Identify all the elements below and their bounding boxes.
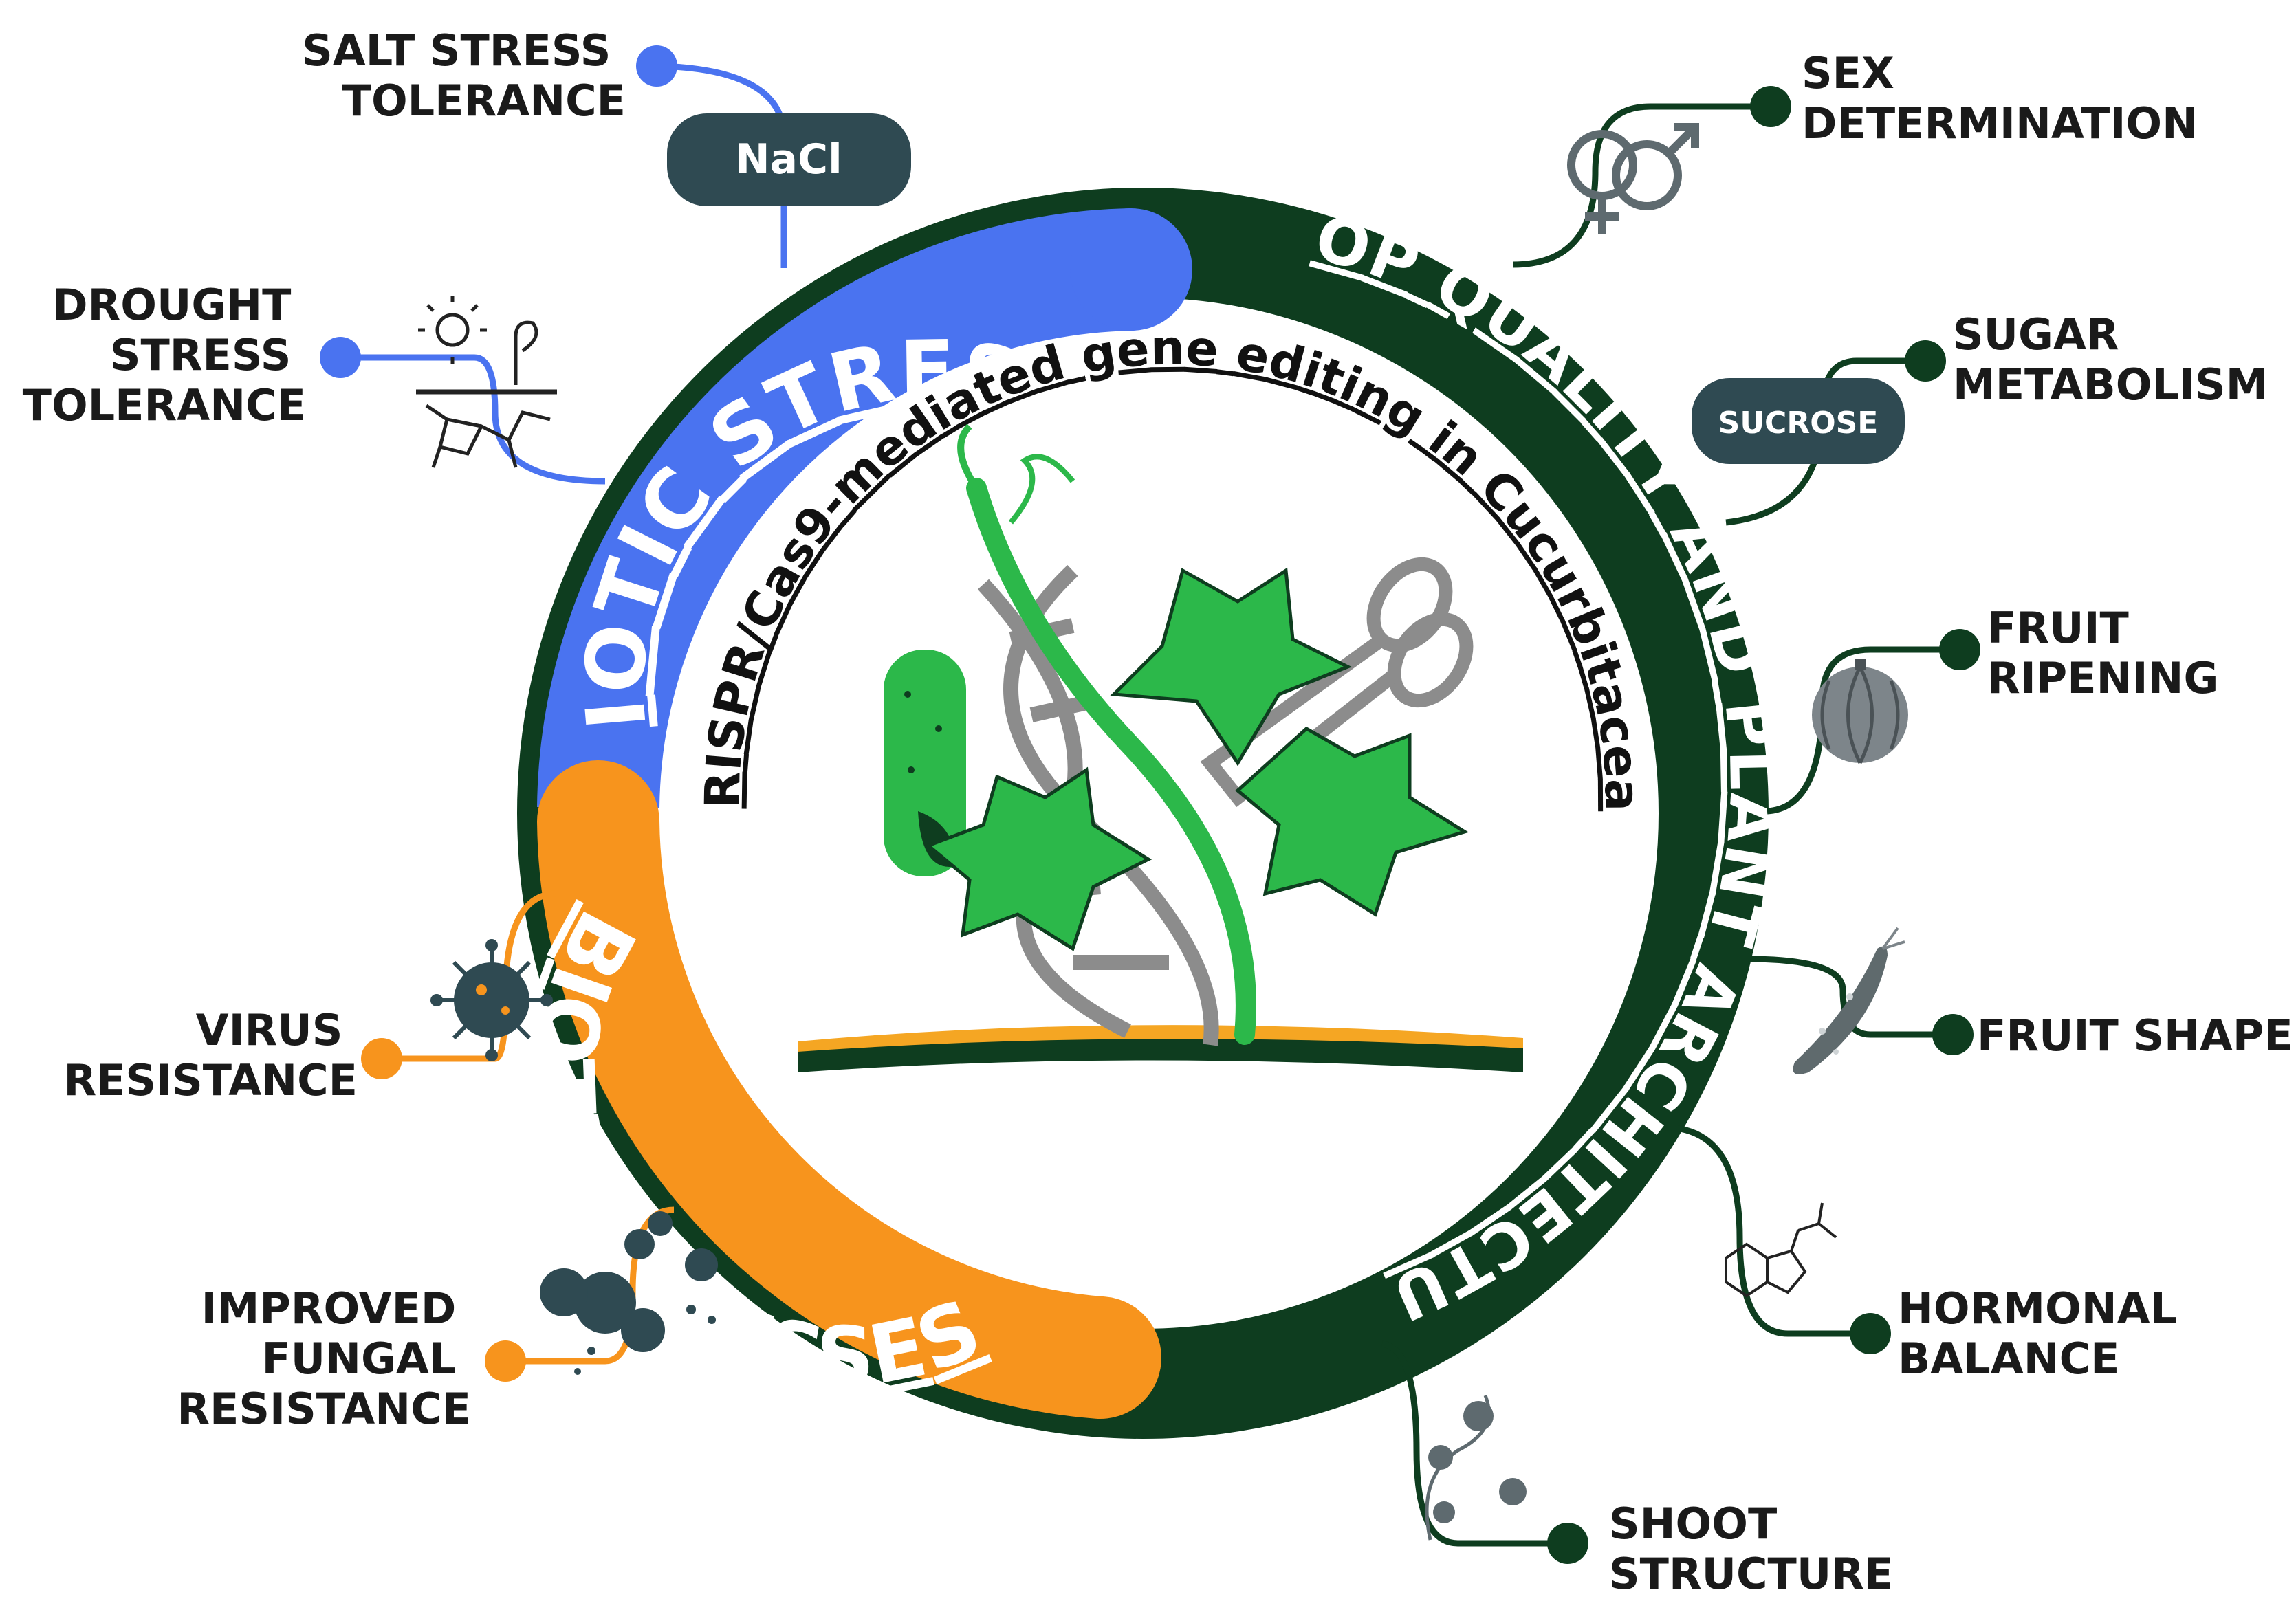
- sex-endpoint-dot: [1750, 86, 1791, 127]
- virus-endpoint-dot: [361, 1038, 402, 1079]
- nacl-pill-icon: NaCl: [667, 113, 911, 206]
- sugar-endpoint-dot: [1905, 340, 1946, 382]
- abiotic-stresses-arc: [537, 208, 1133, 809]
- fungal-resistance-label: IMPROVED FUNGAL RESISTANCE: [177, 1283, 471, 1434]
- fungal-endpoint-dot: [485, 1340, 526, 1382]
- hormonal-balance-label: HORMONAL BALANCE: [1898, 1283, 2192, 1384]
- fungal-spores-icon: [540, 1211, 718, 1375]
- ripening-endpoint-dot: [1939, 629, 1980, 670]
- auxin-molecule-icon: [1725, 1202, 1837, 1298]
- sucrose-pill-text: SUCROSE: [1718, 406, 1879, 441]
- salt-stress-label: SALT STRESS TOLERANCE: [302, 25, 626, 126]
- virus-resistance-label: VIRUS RESISTANCE: [63, 1005, 358, 1105]
- vine-icon: [1425, 1395, 1527, 1541]
- drought-endpoint-dot: [320, 337, 361, 378]
- abiotic-arc-cap: [1070, 208, 1192, 331]
- virus-icon: [430, 939, 553, 1061]
- fruit-shape-label: FRUIT SHAPE: [1977, 1011, 2293, 1061]
- biotic-stresses-arc: [537, 760, 1161, 1419]
- cucumber-icon: [1793, 927, 1905, 1074]
- shoot-structure-label: SHOOT STRUCTURE: [1609, 1499, 1893, 1599]
- sex-determination-label: SEX DETERMINATION: [1802, 48, 2198, 148]
- hormonal-endpoint-dot: [1850, 1313, 1891, 1354]
- shoot-endpoint-dot: [1547, 1523, 1588, 1564]
- main-ring: [517, 188, 1769, 1439]
- cucumber-plant-dna-scissors-icon: [798, 423, 1523, 1072]
- shape-endpoint-dot: [1932, 1014, 1974, 1055]
- gender-symbols-icon: [1567, 123, 1699, 234]
- sucrose-pill-icon: SUCROSE: [1692, 378, 1905, 464]
- salt-endpoint-dot: [636, 45, 677, 87]
- nacl-pill-text: NaCl: [735, 135, 842, 184]
- melon-icon: [1812, 659, 1908, 764]
- fruit-ripening-label: FRUIT RIPENING: [1987, 603, 2218, 703]
- drought-stress-label: DROUGHT STRESS TOLERANCE: [23, 280, 306, 430]
- sugar-metabolism-label: SUGAR METABOLISM: [1953, 309, 2268, 410]
- sun-dry-soil-icon: [416, 296, 557, 468]
